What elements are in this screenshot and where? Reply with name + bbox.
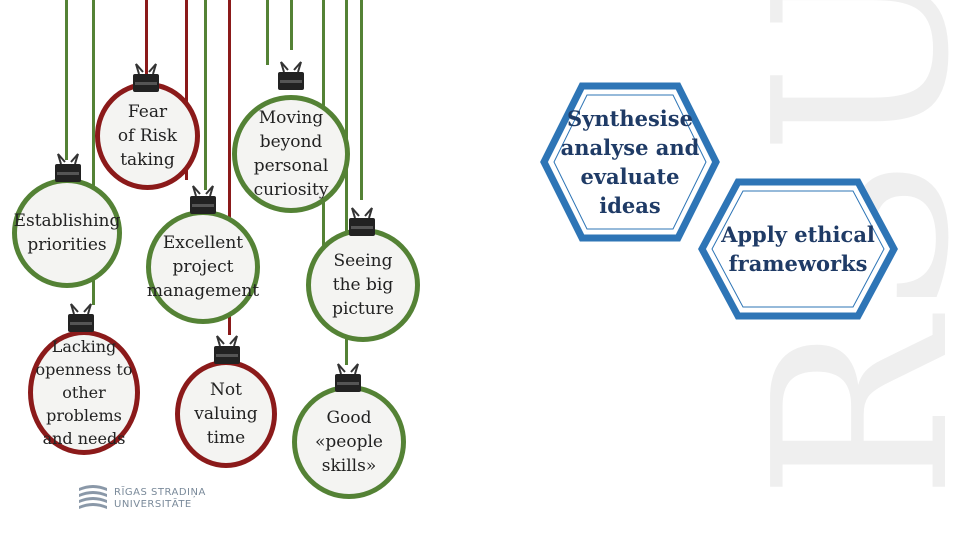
ornament-label: Excellent project management xyxy=(146,233,260,301)
binder-clip-icon xyxy=(278,61,304,90)
ornament-label: Not valuing time xyxy=(194,380,258,448)
hexagon-ethical xyxy=(698,178,898,320)
ornament-not-valuing-time: Not valuing time xyxy=(175,360,277,468)
binder-clip-icon xyxy=(349,207,375,236)
ornament-excellent-project: Excellent project management xyxy=(146,210,260,324)
string xyxy=(228,0,231,335)
string xyxy=(92,0,95,305)
hexagon-label: Synthesise analyse and evaluate ideas xyxy=(560,106,700,218)
string xyxy=(345,0,348,365)
ornament-good-people-skills: Good «people skills» xyxy=(292,385,406,499)
logo-line-1: RĪGAS STRADIŅA xyxy=(114,487,206,498)
ornament-label: Lacking openness to other problems and n… xyxy=(35,337,133,448)
binder-clip-icon xyxy=(190,185,216,214)
logo-mark-icon xyxy=(79,485,107,509)
binder-clip-icon xyxy=(335,363,361,392)
ornament-seeing-big-picture: Seeing the big picture xyxy=(306,228,420,342)
rsu-logo: RĪGAS STRADIŅA UNIVERSITĀTE xyxy=(78,484,228,514)
ornament-label: Fear of Risk taking xyxy=(117,102,178,170)
hexagon-label: Apply ethical frameworks xyxy=(721,222,875,276)
ornament-lacking-openness: Lacking openness to other problems and n… xyxy=(28,330,140,455)
hexagon-synthesise xyxy=(540,82,720,242)
string xyxy=(204,0,207,190)
ornament-label: Moving beyond personal curiosity xyxy=(253,108,329,200)
binder-clip-icon xyxy=(55,153,81,182)
binder-clip-icon xyxy=(214,335,240,364)
binder-clip-icon xyxy=(68,303,94,332)
ornament-label: Good «people skills» xyxy=(315,408,383,476)
logo-line-2: UNIVERSITĀTE xyxy=(114,499,192,510)
string xyxy=(65,0,68,160)
ornament-fear-of-risk: Fear of Risk taking xyxy=(95,82,200,190)
string xyxy=(290,0,293,50)
string xyxy=(266,0,269,65)
binder-clip-icon xyxy=(133,63,159,92)
ornament-label: Seeing the big picture xyxy=(332,251,394,319)
ornament-moving-beyond: Moving beyond personal curiosity xyxy=(232,95,350,213)
ornament-establishing-priorities: Establishing priorities xyxy=(12,178,122,288)
string xyxy=(145,0,148,75)
string xyxy=(360,0,363,200)
ornament-label: Establishing priorities xyxy=(13,211,121,255)
string xyxy=(185,0,188,180)
